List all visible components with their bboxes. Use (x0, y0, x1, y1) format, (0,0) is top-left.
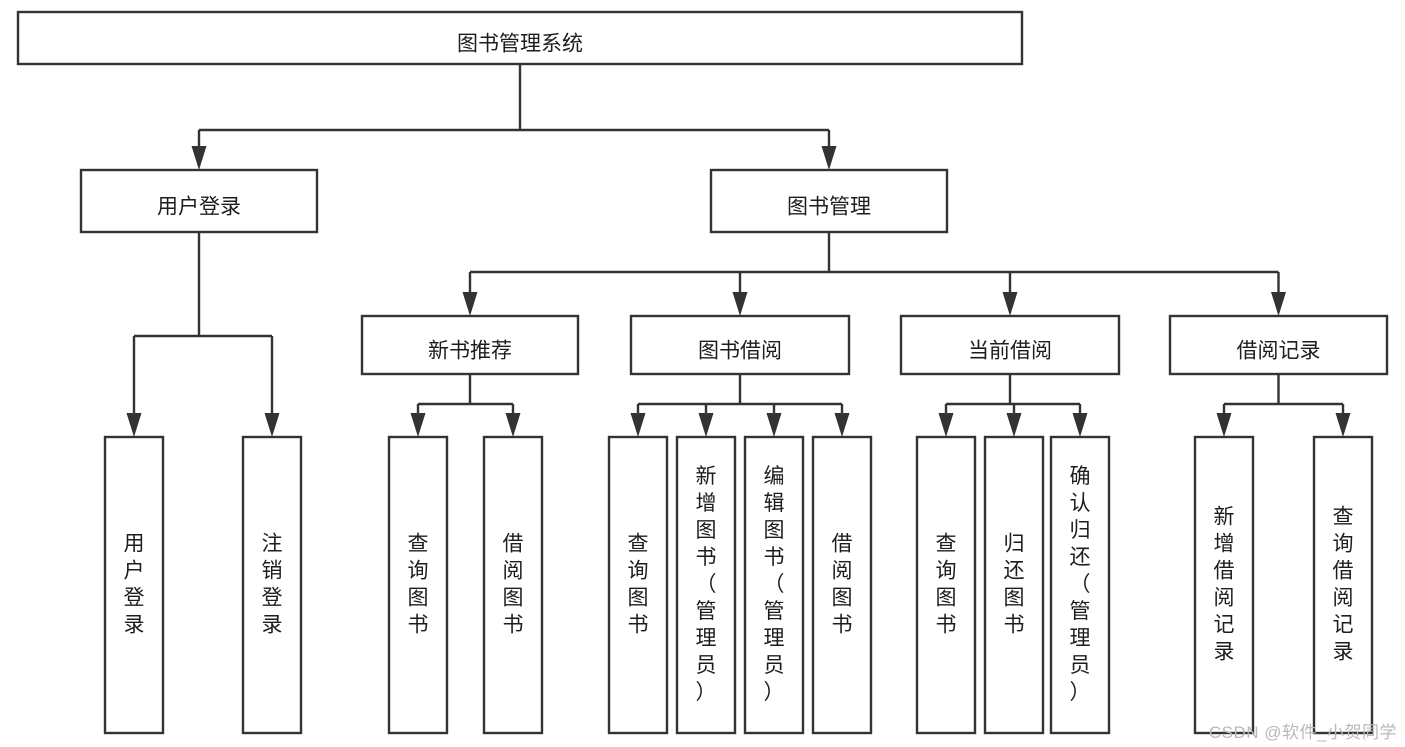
node-leaf-borrow-book[interactable]: 借阅图书 (811, 435, 873, 735)
arrow-head-icon (1072, 413, 1088, 437)
node-leaf-confirm-return[interactable]: 确认归还（管理员） (1049, 435, 1111, 735)
arrow-head-icon (505, 413, 521, 437)
node-leaf-user-login[interactable]: 用户登录 (103, 435, 165, 735)
connector-group (126, 232, 280, 437)
node-label: 新增借阅记录 (1214, 505, 1235, 663)
node-label: 图书管理系统 (457, 33, 583, 56)
connector-group (410, 374, 521, 437)
node-box[interactable] (1193, 435, 1255, 735)
node-root[interactable]: 图书管理系统 (16, 10, 1024, 66)
node-label: 借阅图书 (503, 532, 524, 636)
node-box[interactable] (103, 435, 165, 735)
node-leaf-edit-book[interactable]: 编辑图书（管理员） (743, 435, 805, 735)
node-label: 查询借阅记录 (1333, 505, 1354, 663)
node-label: 用户登录 (124, 532, 145, 636)
node-user-login[interactable]: 用户登录 (79, 168, 319, 234)
node-box[interactable] (743, 435, 805, 735)
node-label: 确认归还（管理员） (1070, 465, 1091, 704)
arrow-head-icon (1216, 413, 1232, 437)
node-leaf-query-book-current[interactable]: 查询图书 (915, 435, 977, 735)
arrow-head-icon (1002, 292, 1018, 316)
node-label: 注销登录 (262, 532, 283, 636)
connector-group (462, 232, 1286, 316)
arrow-head-icon (126, 413, 142, 437)
node-box[interactable] (899, 314, 1121, 376)
node-label: 图书管理 (787, 196, 871, 219)
node-box[interactable] (1168, 314, 1389, 376)
node-box[interactable] (482, 435, 544, 735)
node-label: 编辑图书（管理员） (764, 465, 785, 704)
node-label: 用户登录 (157, 196, 241, 219)
node-label: 查询图书 (936, 532, 957, 636)
node-label: 图书借阅 (698, 340, 782, 363)
arrow-head-icon (264, 413, 280, 437)
node-box[interactable] (79, 168, 319, 234)
node-new-book-recommend[interactable]: 新书推荐 (360, 314, 580, 376)
node-box[interactable] (1049, 435, 1111, 735)
node-box[interactable] (811, 435, 873, 735)
node-box[interactable] (1312, 435, 1374, 735)
node-leaf-return-book[interactable]: 归还图书 (983, 435, 1045, 735)
node-book-borrow[interactable]: 图书借阅 (629, 314, 851, 376)
connector-group (938, 374, 1088, 437)
connector-group (191, 64, 837, 170)
node-label: 归还图书 (1004, 532, 1025, 636)
connector-group (630, 374, 850, 437)
arrow-head-icon (732, 292, 748, 316)
node-box[interactable] (607, 435, 669, 735)
node-label: 查询图书 (408, 532, 429, 636)
arrow-head-icon (1335, 413, 1351, 437)
node-label: 当前借阅 (968, 340, 1052, 363)
node-label: 借阅记录 (1237, 340, 1321, 363)
node-borrow-records[interactable]: 借阅记录 (1168, 314, 1389, 376)
arrow-head-icon (821, 146, 837, 170)
node-label: 查询图书 (628, 532, 649, 636)
node-box[interactable] (360, 314, 580, 376)
node-leaf-logout[interactable]: 注销登录 (241, 435, 303, 735)
arrow-head-icon (1271, 292, 1286, 316)
node-box[interactable] (241, 435, 303, 735)
connectors-layer (126, 64, 1351, 437)
arrow-head-icon (410, 413, 426, 437)
node-box[interactable] (16, 10, 1024, 66)
watermark-credit: CSDN @软件_小贺同学 (1208, 723, 1397, 742)
arrow-head-icon (766, 413, 782, 437)
nodes-layer: 图书管理系统用户登录图书管理新书推荐图书借阅当前借阅借阅记录用户登录注销登录查询… (16, 10, 1389, 735)
node-label: 新书推荐 (428, 340, 512, 363)
node-box[interactable] (387, 435, 449, 735)
node-box[interactable] (709, 168, 949, 234)
node-label: 新增图书（管理员） (696, 465, 717, 704)
arrow-head-icon (938, 413, 954, 437)
node-leaf-add-record[interactable]: 新增借阅记录 (1193, 435, 1255, 735)
node-leaf-borrow-book-new[interactable]: 借阅图书 (482, 435, 544, 735)
node-box[interactable] (915, 435, 977, 735)
arrow-head-icon (630, 413, 646, 437)
node-current-borrow[interactable]: 当前借阅 (899, 314, 1121, 376)
node-book-management[interactable]: 图书管理 (709, 168, 949, 234)
arrow-head-icon (1006, 413, 1022, 437)
node-leaf-query-book-new[interactable]: 查询图书 (387, 435, 449, 735)
arrow-head-icon (834, 413, 850, 437)
node-leaf-add-book[interactable]: 新增图书（管理员） (675, 435, 737, 735)
arrow-head-icon (191, 146, 207, 170)
arrow-head-icon (698, 413, 714, 437)
connector-group (1216, 374, 1351, 437)
node-box[interactable] (675, 435, 737, 735)
arrow-head-icon (462, 292, 478, 316)
node-leaf-query-record[interactable]: 查询借阅记录 (1312, 435, 1374, 735)
node-box[interactable] (629, 314, 851, 376)
node-box[interactable] (983, 435, 1045, 735)
node-label: 借阅图书 (832, 532, 853, 636)
node-leaf-query-book-borrow[interactable]: 查询图书 (607, 435, 669, 735)
